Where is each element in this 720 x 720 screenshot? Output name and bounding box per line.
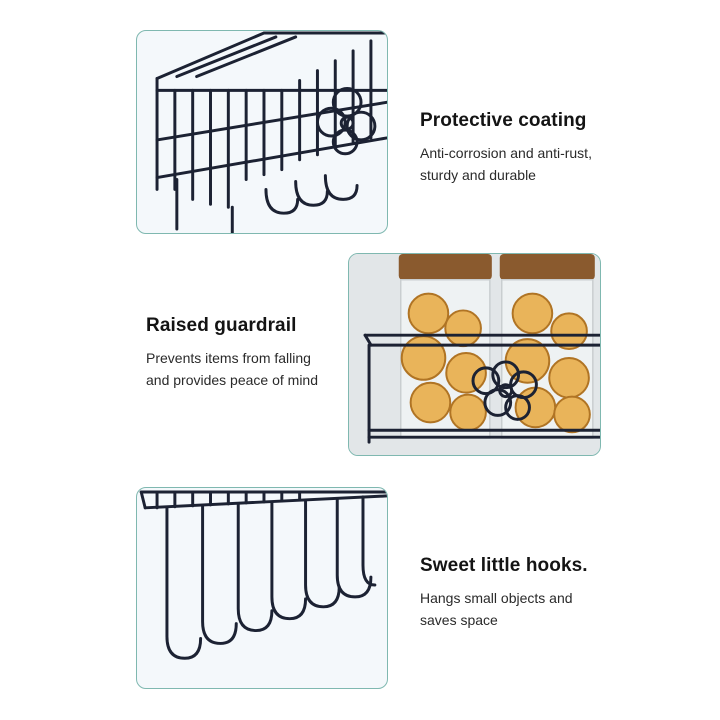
feature-description-line: Prevents items from falling (146, 350, 311, 366)
basket-photo-panel (136, 30, 388, 234)
feature-description: Prevents items from falling and provides… (146, 347, 318, 391)
feature-description-line: saves space (420, 612, 498, 628)
feature-title: Protective coating (420, 110, 587, 131)
feature-title: Raised guardrail (146, 315, 297, 336)
feature-description-line: and provides peace of mind (146, 372, 318, 388)
hooks-photo-panel (136, 487, 388, 689)
feature-description: Anti-corrosion and anti-rust, sturdy and… (420, 142, 592, 186)
feature-description-line: sturdy and durable (420, 167, 536, 183)
spice-jars-illustration (349, 254, 600, 455)
feature-raised-guardrail: Raised guardrail Prevents items from fal… (146, 315, 318, 391)
feature-sweet-little-hooks: Sweet little hooks. Hangs small objects … (420, 555, 588, 631)
feature-description-line: Anti-corrosion and anti-rust, (420, 145, 592, 161)
feature-description-line: Hangs small objects and (420, 590, 573, 606)
feature-description: Hangs small objects and saves space (420, 587, 588, 631)
feature-protective-coating: Protective coating Anti-corrosion and an… (420, 110, 592, 186)
wire-basket-illustration (155, 31, 387, 233)
jars-photo-panel (348, 253, 601, 456)
feature-title: Sweet little hooks. (420, 555, 588, 576)
hooks-illustration (139, 490, 387, 660)
